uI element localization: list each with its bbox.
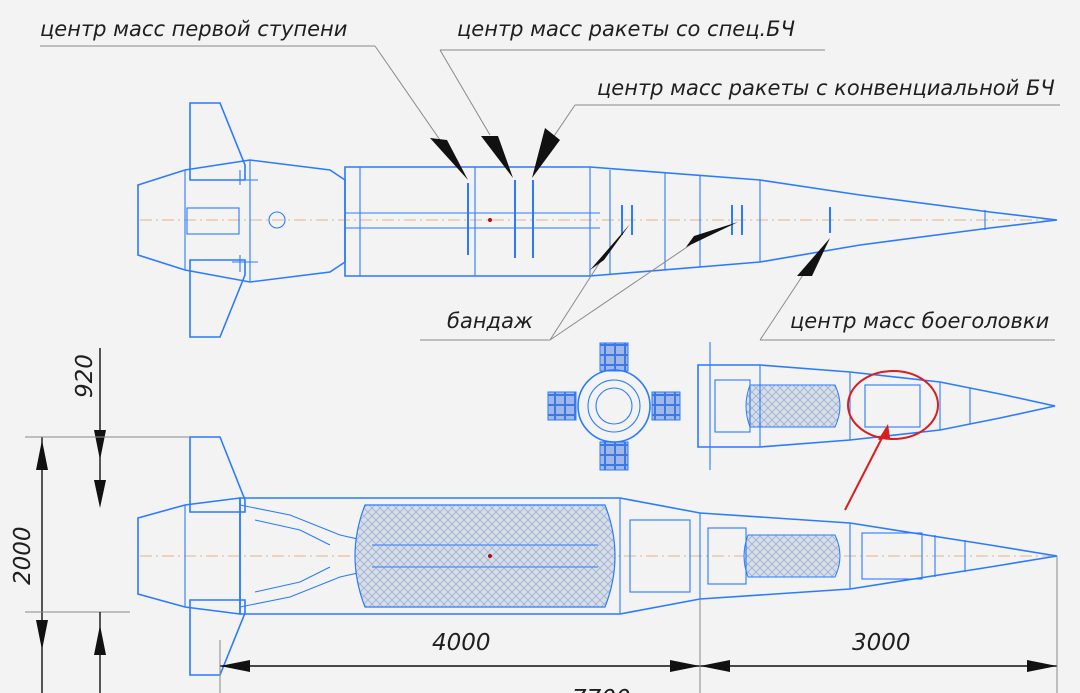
dim-body-height: 2000 <box>10 526 36 585</box>
top-rocket-view <box>137 102 1058 338</box>
warhead-detail-view <box>697 342 1056 511</box>
label-rocket-conventional-cm: центр масс ракеты с конвенциальной БЧ <box>597 76 1055 100</box>
label-bandage: бандаж <box>447 309 533 333</box>
dim-total-length: 7700 <box>572 686 631 693</box>
label-warhead-cm: центр масс боеголовки <box>790 309 1049 333</box>
label-first-stage-cm: центр масс первой ступени <box>40 17 347 41</box>
dim-stage1-length: 4000 <box>432 630 491 656</box>
dim-fin-span: 920 <box>72 354 98 398</box>
top-leaders <box>40 45 1060 341</box>
label-rocket-special-cm: центр масс ракеты со спец.БЧ <box>457 17 795 41</box>
dim-stage2-length: 3000 <box>852 630 911 656</box>
cross-section-view <box>547 342 681 471</box>
bottom-rocket-view <box>137 436 1058 676</box>
dimension-lines <box>25 348 1058 693</box>
